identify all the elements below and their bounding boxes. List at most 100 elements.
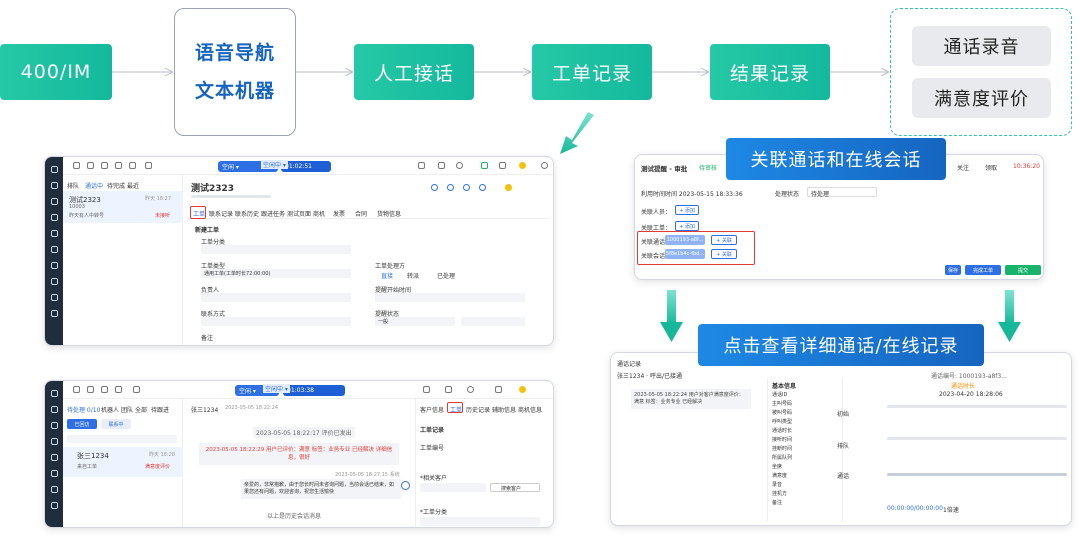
right-tab-ticket[interactable]: 工单: [450, 407, 463, 414]
agent-status-dropdown[interactable]: 空闲 ▾: [235, 385, 279, 396]
down-teal-arrow-right: [998, 290, 1021, 342]
message-icon[interactable]: [115, 386, 122, 393]
submit-button[interactable]: 提交: [1005, 265, 1041, 275]
add-ticket-button[interactable]: + 添加: [675, 221, 699, 231]
headset-icon[interactable]: [145, 162, 152, 169]
list-tab-team[interactable]: 团队: [121, 407, 134, 414]
related-session-value[interactable]: 5f8e1b4c-fbd...: [665, 249, 705, 259]
chat-bubble-icon[interactable]: [479, 184, 486, 191]
phone-icon[interactable]: [73, 162, 80, 169]
right-customer-input[interactable]: [420, 483, 486, 492]
list-item[interactable]: 张三1234 昨天 18:28 来自工单 满意度评价: [63, 447, 183, 477]
link-call-button[interactable]: + 关联: [711, 235, 737, 245]
contact-sub: 来自工单: [77, 464, 98, 470]
mail-icon[interactable]: [101, 386, 108, 393]
message-icon[interactable]: [115, 162, 122, 169]
bell-icon[interactable]: [495, 386, 502, 393]
edit-icon[interactable]: [431, 184, 438, 191]
sub-tab-test[interactable]: 测试页面: [287, 211, 312, 218]
timeline-center-label: 通话时长: [951, 383, 976, 390]
list-tab-active[interactable]: 通话中: [85, 183, 104, 190]
field-owner-input[interactable]: [201, 293, 351, 302]
avatar[interactable]: [519, 162, 526, 169]
list-tab-recent[interactable]: 最近: [127, 183, 140, 190]
radio-direct[interactable]: 直接: [381, 273, 394, 280]
field-category-input[interactable]: [201, 245, 351, 254]
field-time-input[interactable]: [375, 293, 525, 302]
list-tab-followup[interactable]: 待跟进: [151, 407, 170, 414]
right-tab-opportunity[interactable]: 商机信息: [518, 407, 543, 414]
save-button[interactable]: 保存: [945, 265, 961, 275]
radio-done[interactable]: 已处理: [437, 273, 456, 280]
ticket-title: 测试提醒 - 审批: [641, 165, 688, 173]
submit-label: 提交: [1017, 267, 1028, 274]
sub-tab-contact-history[interactable]: 联系历史: [235, 211, 260, 218]
list-tab-queue[interactable]: 排队: [67, 183, 80, 190]
list-tab-todo[interactable]: 待处理 0/10: [67, 407, 101, 414]
sub-tab-opportunity[interactable]: 商机: [313, 211, 326, 218]
chat-icon[interactable]: [87, 386, 94, 393]
complete-button[interactable]: 完成工单: [965, 265, 1001, 275]
related-call-value[interactable]: 1000193-a8f...: [665, 235, 705, 245]
phone-icon[interactable]: [73, 386, 80, 393]
calendar-icon[interactable]: [445, 386, 452, 393]
search-input[interactable]: [67, 435, 177, 443]
filter-contacting[interactable]: 联系中: [101, 419, 131, 429]
mail-icon[interactable]: [101, 162, 108, 169]
grid-icon[interactable]: [423, 386, 430, 393]
add-people-button[interactable]: + 添加: [675, 205, 699, 215]
field-type-input[interactable]: 通用工单(工单时长72:00:00): [201, 269, 351, 278]
section-title: 新建工单: [195, 227, 220, 234]
agent-status-dropdown[interactable]: 空闲 ▾: [218, 161, 278, 172]
flow-node-result-label: 结果记录: [729, 62, 810, 85]
right-tab-assist[interactable]: 辅助信息: [492, 407, 517, 414]
grid-icon[interactable]: [418, 162, 425, 169]
sub-tab-ticket[interactable]: 工单: [193, 211, 206, 218]
list-tab-bot[interactable]: 机器人: [101, 407, 120, 414]
user-avatar-icon[interactable]: [505, 184, 512, 191]
link-session-button[interactable]: + 关联: [711, 249, 737, 259]
claim-button[interactable]: 领取: [985, 165, 998, 172]
radio-transfer[interactable]: 转派: [407, 273, 420, 280]
sub-tab-contact-record[interactable]: 联系记录: [209, 211, 234, 218]
list-tab-all[interactable]: 全部: [135, 407, 148, 414]
sub-tab-contract[interactable]: 合同: [355, 211, 368, 218]
field-phone-label: 联系方式: [201, 311, 226, 318]
status-field-select[interactable]: 待处理: [807, 187, 877, 198]
sub-tab-goods[interactable]: 货物信息: [377, 211, 402, 218]
status-badge: 空闲中 ▾: [261, 160, 288, 169]
right-tab-history[interactable]: 历史记录: [466, 407, 491, 414]
avatar[interactable]: [519, 386, 526, 393]
sub-tab-followup[interactable]: 跟进任务: [261, 211, 286, 218]
search-customer-button[interactable]: 搜索客户: [490, 483, 540, 492]
contact-status: 满意度评价: [145, 464, 171, 470]
follow-button[interactable]: 关注: [957, 165, 970, 172]
list-item[interactable]: 测试2323 昨天 18:27 10003 昨天有人中转号 未接听: [63, 191, 183, 223]
highlight-association: [637, 231, 755, 265]
power-icon[interactable]: [541, 162, 548, 169]
status-field-label: 处理状态: [775, 191, 800, 198]
filter-visited[interactable]: 已回访: [67, 419, 97, 429]
field-priority-input[interactable]: 一般: [375, 317, 455, 326]
right-tab-customer[interactable]: 客户信息: [420, 407, 445, 414]
detail-field-label: 所属队列: [772, 455, 793, 461]
transfer-icon[interactable]: [129, 162, 136, 169]
call-timer: 01:02:51: [281, 161, 331, 172]
list-tab-pending[interactable]: 待完成: [107, 183, 126, 190]
headset-icon[interactable]: [133, 386, 140, 393]
sub-tab-invoice[interactable]: 发票: [333, 211, 346, 218]
doc-icon[interactable]: [447, 184, 454, 191]
detail-field-label: 满意度: [772, 473, 788, 479]
audio-speed[interactable]: 1倍速: [943, 507, 959, 514]
field-phone-input[interactable]: [201, 317, 351, 326]
phone-call-icon[interactable]: [463, 184, 470, 191]
chat-icon[interactable]: [87, 162, 94, 169]
field-type-label: 工单类型: [201, 263, 226, 270]
help-icon[interactable]: [456, 162, 463, 169]
calendar-icon[interactable]: [438, 162, 445, 169]
field-priority-extra[interactable]: [461, 317, 525, 326]
right-category-input[interactable]: [420, 517, 540, 526]
help-icon[interactable]: [467, 386, 474, 393]
bell-icon[interactable]: [499, 162, 506, 169]
